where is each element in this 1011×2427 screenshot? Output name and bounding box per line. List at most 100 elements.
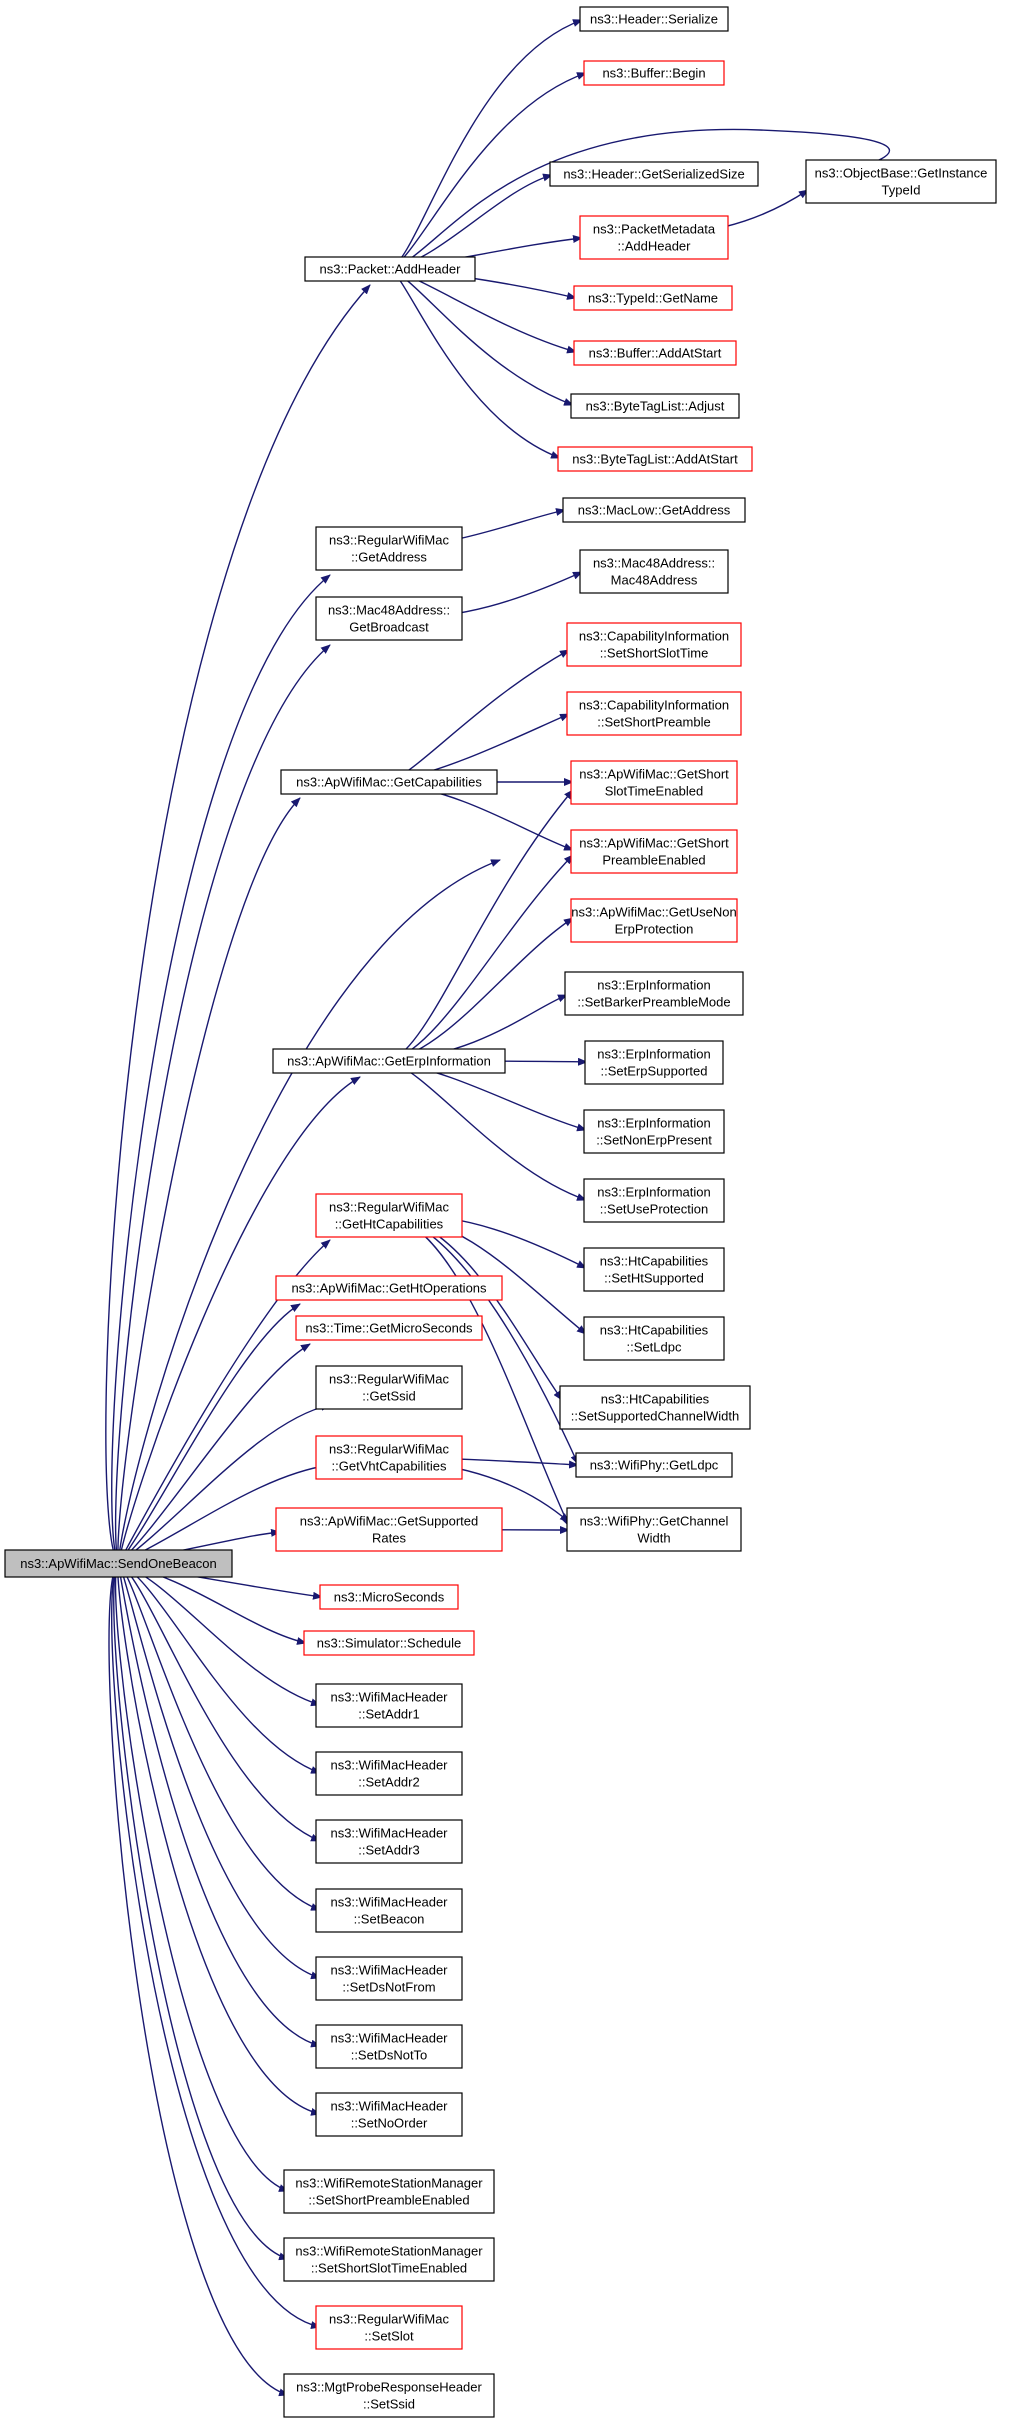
node-label-line: ns3::WifiMacHeader [330, 1963, 448, 1978]
node-pmah[interactable]: ns3::PacketMetadata::AddHeader [579, 215, 729, 260]
node-gcap[interactable]: ns3::ApWifiMac::GetCapabilities [280, 769, 498, 795]
node-eise[interactable]: ns3::ErpInformation::SetErpSupported [584, 1040, 724, 1085]
edge-ah-to-btlaa [389, 268, 561, 459]
node-label-line: ns3::WifiPhy::GetChannel [580, 1514, 729, 1529]
node-ssl[interactable]: ns3::RegularWifiMac::SetSlot [315, 2305, 463, 2350]
node-box [315, 1193, 463, 1238]
node-tgms[interactable]: ns3::Time::GetMicroSeconds [295, 1315, 483, 1341]
node-box [315, 1683, 463, 1728]
node-box [315, 1819, 463, 1864]
node-hgss[interactable]: ns3::Header::GetSerializedSize [549, 161, 759, 187]
node-gvht[interactable]: ns3::RegularWifiMac::GetVhtCapabilities [315, 1435, 463, 1480]
node-ms[interactable]: ns3::MicroSeconds [319, 1584, 459, 1610]
node-box [583, 1178, 725, 1223]
node-ghto[interactable]: ns3::ApWifiMac::GetHtOperations [275, 1275, 503, 1301]
node-label-line: ::SetShortPreamble [597, 715, 710, 730]
node-label-line: ns3::TypeId::GetName [588, 291, 718, 306]
node-label-line: ns3::CapabilityInformation [579, 629, 729, 644]
node-ghtc[interactable]: ns3::RegularWifiMac::GetHtCapabilities [315, 1193, 463, 1238]
node-label-line: ns3::RegularWifiMac [329, 533, 449, 548]
node-box [272, 1048, 506, 1074]
node-label-line: PreambleEnabled [602, 853, 705, 868]
node-hcsc[interactable]: ns3::HtCapabilities::SetSupportedChannel… [559, 1385, 751, 1430]
node-gss[interactable]: ns3::RegularWifiMac::GetSsid [315, 1365, 463, 1410]
node-label-line: ::SetShortSlotTimeEnabled [311, 2261, 467, 2276]
node-box [315, 1365, 463, 1410]
node-label-line: ::SetShortSlotTime [600, 646, 709, 661]
node-btlaa[interactable]: ns3::ByteTagList::AddAtStart [557, 446, 753, 472]
node-mps[interactable]: ns3::MgtProbeResponseHeader::SetSsid [283, 2373, 495, 2418]
edge-gcap-to-ciss [388, 649, 570, 783]
node-eisb[interactable]: ns3::ErpInformation::SetBarkerPreambleMo… [564, 971, 744, 1016]
node-m48[interactable]: ns3::Mac48Address::Mac48Address [579, 549, 729, 594]
node-box [319, 1584, 459, 1610]
node-mgb[interactable]: ns3::Mac48Address::GetBroadcast [315, 596, 463, 641]
node-sdnf[interactable]: ns3::WifiMacHeader::SetDsNotFrom [315, 1956, 463, 2001]
node-eisu[interactable]: ns3::ErpInformation::SetUseProtection [583, 1178, 725, 1223]
edge-root-to-gerp [117, 1076, 361, 1564]
node-label-line: ns3::Buffer::AddAtStart [589, 346, 722, 361]
node-label-line: ::SetBeacon [354, 1912, 425, 1927]
node-hser[interactable]: ns3::Header::Serialize [579, 6, 729, 32]
node-sbe[interactable]: ns3::WifiMacHeader::SetBeacon [315, 1888, 463, 1933]
node-hcsl[interactable]: ns3::HtCapabilities::SetLdpc [583, 1316, 725, 1361]
node-cisp[interactable]: ns3::CapabilityInformation::SetShortPrea… [566, 691, 742, 736]
node-wpgl[interactable]: ns3::WifiPhy::GetLdpc [575, 1452, 733, 1478]
edge-gerp-to-eisu [388, 1060, 587, 1201]
edge-gerp-to-gspe [388, 854, 574, 1062]
node-baas[interactable]: ns3::Buffer::AddAtStart [573, 340, 737, 366]
node-eisn[interactable]: ns3::ErpInformation::SetNonErpPresent [583, 1109, 725, 1154]
node-rst[interactable]: ns3::WifiRemoteStationManager::SetShortS… [283, 2237, 495, 2282]
node-label-line: ::SetDsNotTo [351, 2048, 428, 2063]
node-rsp[interactable]: ns3::WifiRemoteStationManager::SetShortP… [283, 2169, 495, 2214]
node-label-line: ns3::RegularWifiMac [329, 1200, 449, 1215]
edge-ah-to-btla [389, 268, 574, 406]
node-hcsh[interactable]: ns3::HtCapabilities::SetHtSupported [583, 1247, 725, 1292]
node-sa3[interactable]: ns3::WifiMacHeader::SetAddr3 [315, 1819, 463, 1864]
node-box [579, 549, 729, 594]
node-label-line: ns3::CapabilityInformation [579, 698, 729, 713]
node-sdnt[interactable]: ns3::WifiMacHeader::SetDsNotTo [315, 2024, 463, 2069]
edge-root-to-sno [117, 1563, 321, 2116]
node-sa1[interactable]: ns3::WifiMacHeader::SetAddr1 [315, 1683, 463, 1728]
node-btla[interactable]: ns3::ByteTagList::Adjust [570, 393, 740, 419]
node-label-line: ns3::ApWifiMac::GetSupported [300, 1514, 478, 1529]
node-label-line: ::SetNoOrder [351, 2116, 428, 2131]
node-sno[interactable]: ns3::WifiMacHeader::SetNoOrder [315, 2092, 463, 2137]
node-label-line: ns3::WifiMacHeader [330, 1690, 448, 1705]
edge-gerp-to-gsst [388, 789, 574, 1062]
node-label-line: ns3::Header::GetSerializedSize [563, 167, 744, 182]
node-box [280, 769, 498, 795]
node-label-line: ns3::WifiMacHeader [330, 1758, 448, 1773]
edge-root-to-sdnt [117, 1563, 321, 2048]
node-label-line: ns3::RegularWifiMac [329, 1442, 449, 1457]
node-ah[interactable]: ns3::Packet::AddHeader [304, 256, 476, 282]
node-label-line: ::AddHeader [618, 239, 692, 254]
node-mlga[interactable]: ns3::MacLow::GetAddress [562, 497, 746, 523]
edge-root-to-gspe [117, 859, 501, 1564]
node-label-line: ::GetSsid [362, 1389, 415, 1404]
node-label-line: ns3::ErpInformation [597, 978, 710, 993]
node-sa2[interactable]: ns3::WifiMacHeader::SetAddr2 [315, 1751, 463, 1796]
node-tgn[interactable]: ns3::TypeId::GetName [573, 285, 733, 311]
node-label-line: ns3::ErpInformation [597, 1185, 710, 1200]
edge-root-to-tgms [118, 1343, 311, 1565]
node-bbeg[interactable]: ns3::Buffer::Begin [583, 60, 725, 86]
node-label-line: ns3::ApWifiMac::GetErpInformation [287, 1054, 491, 1069]
node-box [315, 1956, 463, 2001]
node-gerp[interactable]: ns3::ApWifiMac::GetErpInformation [272, 1048, 506, 1074]
node-box [570, 829, 738, 874]
node-sch[interactable]: ns3::Simulator::Schedule [303, 1630, 475, 1656]
node-ciss[interactable]: ns3::CapabilityInformation::SetShortSlot… [566, 622, 742, 667]
node-label-line: ::SetSlot [364, 2329, 414, 2344]
node-label-line: ns3::HtCapabilities [600, 1323, 709, 1338]
node-box [566, 622, 742, 667]
node-rga[interactable]: ns3::RegularWifiMac::GetAddress [315, 526, 463, 571]
node-root[interactable]: ns3::ApWifiMac::SendOneBeacon [4, 1549, 233, 1578]
